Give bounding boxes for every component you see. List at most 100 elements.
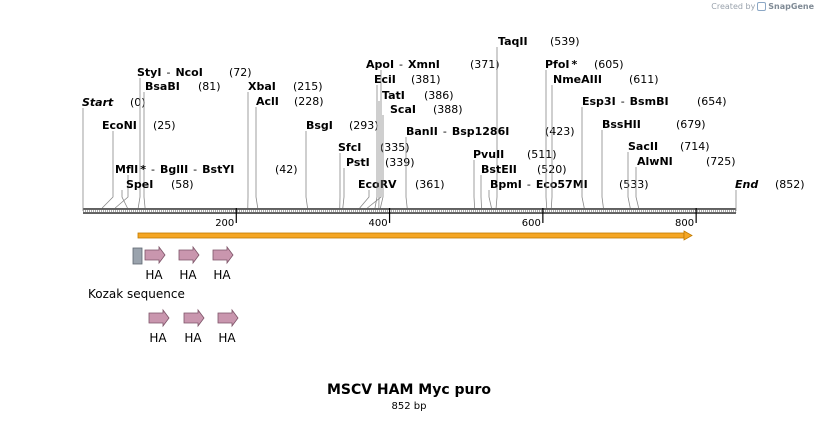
site-mfli[interactable]: MflI*-BglII-BstYI(42) <box>114 163 298 209</box>
site-bsshii[interactable]: BssHII(679) <box>601 118 706 209</box>
map-title: MSCV HAM Myc puro <box>326 382 492 398</box>
site-leader <box>473 160 476 209</box>
site-tati[interactable]: TatI (386) <box>378 89 454 209</box>
site-position: (25) <box>153 119 176 132</box>
ha-tag-label: HA <box>213 268 231 282</box>
site-position: (423) <box>545 125 575 138</box>
site-name: SfcI <box>338 141 361 154</box>
site-leader <box>359 190 370 209</box>
site-position: (361) <box>415 178 445 191</box>
site-pvuii[interactable]: PvuII (511) <box>473 148 557 209</box>
site-taqii[interactable]: TaqII(539) <box>495 35 580 209</box>
site-position: (371) <box>470 58 500 71</box>
ha-tag-arrow-icon[interactable] <box>144 245 166 265</box>
site-alias: Eco57MI <box>536 178 588 191</box>
site-name: ApoI <box>366 58 394 71</box>
site-bsabi[interactable]: BsaBI(81) <box>143 80 221 209</box>
site-ecii[interactable]: EciI (381) <box>374 73 441 209</box>
watermark-prefix: Created by <box>711 2 756 11</box>
site-position: (725) <box>706 155 736 168</box>
site-position: (58) <box>171 178 194 191</box>
site-nmeaiii[interactable]: NmeAIII (611) <box>550 73 659 209</box>
site-alias: NcoI <box>175 66 202 79</box>
site-name: TatI <box>382 89 405 102</box>
site-position: (388) <box>433 103 463 116</box>
ha-tag-label: HA <box>179 268 197 282</box>
site-leader <box>635 167 640 209</box>
site-alias: Bsp1286I <box>452 125 510 138</box>
site-apoi[interactable]: ApoI-XmnI (371) <box>366 58 500 209</box>
site-position: (42) <box>275 163 298 176</box>
ha-tag-arrow-icon[interactable] <box>183 308 205 328</box>
site-position: (386) <box>424 89 454 102</box>
site-name: BpmI <box>490 178 522 191</box>
site-acli[interactable]: AclI(228) <box>255 95 324 209</box>
site-leader <box>114 175 129 209</box>
orf-bar[interactable] <box>137 232 685 239</box>
site-sfci[interactable]: SfcI(335) <box>338 141 410 209</box>
site-leader <box>367 70 382 209</box>
site-name: BstEII <box>481 163 517 176</box>
site-leader <box>627 152 631 209</box>
site-position: (215) <box>293 80 323 93</box>
site-name: EciI <box>374 73 396 86</box>
site-position: (228) <box>294 95 324 108</box>
start-label: Start <box>82 96 114 109</box>
site-name: EcoNI <box>102 119 137 132</box>
orf-arrowhead-icon <box>683 230 693 241</box>
start-position: (0) <box>130 96 146 109</box>
site-leader <box>342 168 345 209</box>
site-separator: - <box>399 58 403 71</box>
site-position: (511) <box>527 148 557 161</box>
backbone-hatch <box>82 208 737 214</box>
site-name: XbaI <box>248 80 276 93</box>
site-position: (679) <box>676 118 706 131</box>
ha-tag-arrow-icon[interactable] <box>178 245 200 265</box>
site-name: Esp3I <box>582 95 616 108</box>
site-alias: XmnI <box>408 58 440 71</box>
map-length: 852 bp <box>391 401 427 412</box>
site-alias: BstYI <box>202 163 234 176</box>
site-sacii[interactable]: SacII(714) <box>627 140 710 209</box>
ha-tag-arrow-icon[interactable] <box>148 308 170 328</box>
site-leader <box>121 190 128 209</box>
site-bpmi[interactable]: BpmI-Eco57MI(533) <box>488 178 649 209</box>
site-name: PvuII <box>473 148 504 161</box>
site-econi[interactable]: EcoNI (25) <box>101 119 176 209</box>
site-star: * <box>572 58 578 71</box>
ha-tag-arrow-icon[interactable] <box>217 308 239 328</box>
site-spei[interactable]: SpeI(58) <box>121 178 194 209</box>
site-name: PfoI <box>545 58 570 71</box>
site-leader <box>101 131 114 209</box>
site-scai[interactable]: ScaI(388) <box>379 103 463 209</box>
site-bsgi[interactable]: BsgI(293) <box>305 119 379 209</box>
site-name: NmeAIII <box>553 73 602 86</box>
site-separator: - <box>151 163 155 176</box>
site-banii[interactable]: BanII-Bsp1286I(423) <box>405 125 575 209</box>
site-styi[interactable]: StyI-NcoI(72) <box>137 66 252 209</box>
site-pfoi[interactable]: PfoI*(605) <box>545 58 624 209</box>
snapgene-logo-icon <box>757 2 767 11</box>
site-leader <box>379 115 384 209</box>
site-xbai[interactable]: XbaI (215) <box>247 80 323 209</box>
site-separator: - <box>166 66 170 79</box>
site-position: (611) <box>629 73 659 86</box>
site-esp3i[interactable]: Esp3I-BsmBI(654) <box>581 95 727 209</box>
tick-label: 400 <box>368 218 387 229</box>
site-name: SacII <box>628 140 658 153</box>
site-psti[interactable]: PstI(339) <box>342 156 415 209</box>
kozak-feature[interactable] <box>132 247 143 265</box>
site-position: (381) <box>411 73 441 86</box>
site-leader <box>255 107 259 209</box>
ha-tag-label: HA <box>218 331 236 345</box>
site-position: (293) <box>349 119 379 132</box>
ha-tag-arrow-icon[interactable] <box>212 245 234 265</box>
site-separator: - <box>621 95 625 108</box>
site-position: (533) <box>619 178 649 191</box>
ha-tag-label: HA <box>145 268 163 282</box>
site-name: EcoRV <box>358 178 397 191</box>
site-alwni[interactable]: AlwNI(725) <box>635 155 736 209</box>
site-ecorv[interactable]: EcoRV (361) <box>358 178 445 209</box>
site-name: MflI <box>115 163 138 176</box>
